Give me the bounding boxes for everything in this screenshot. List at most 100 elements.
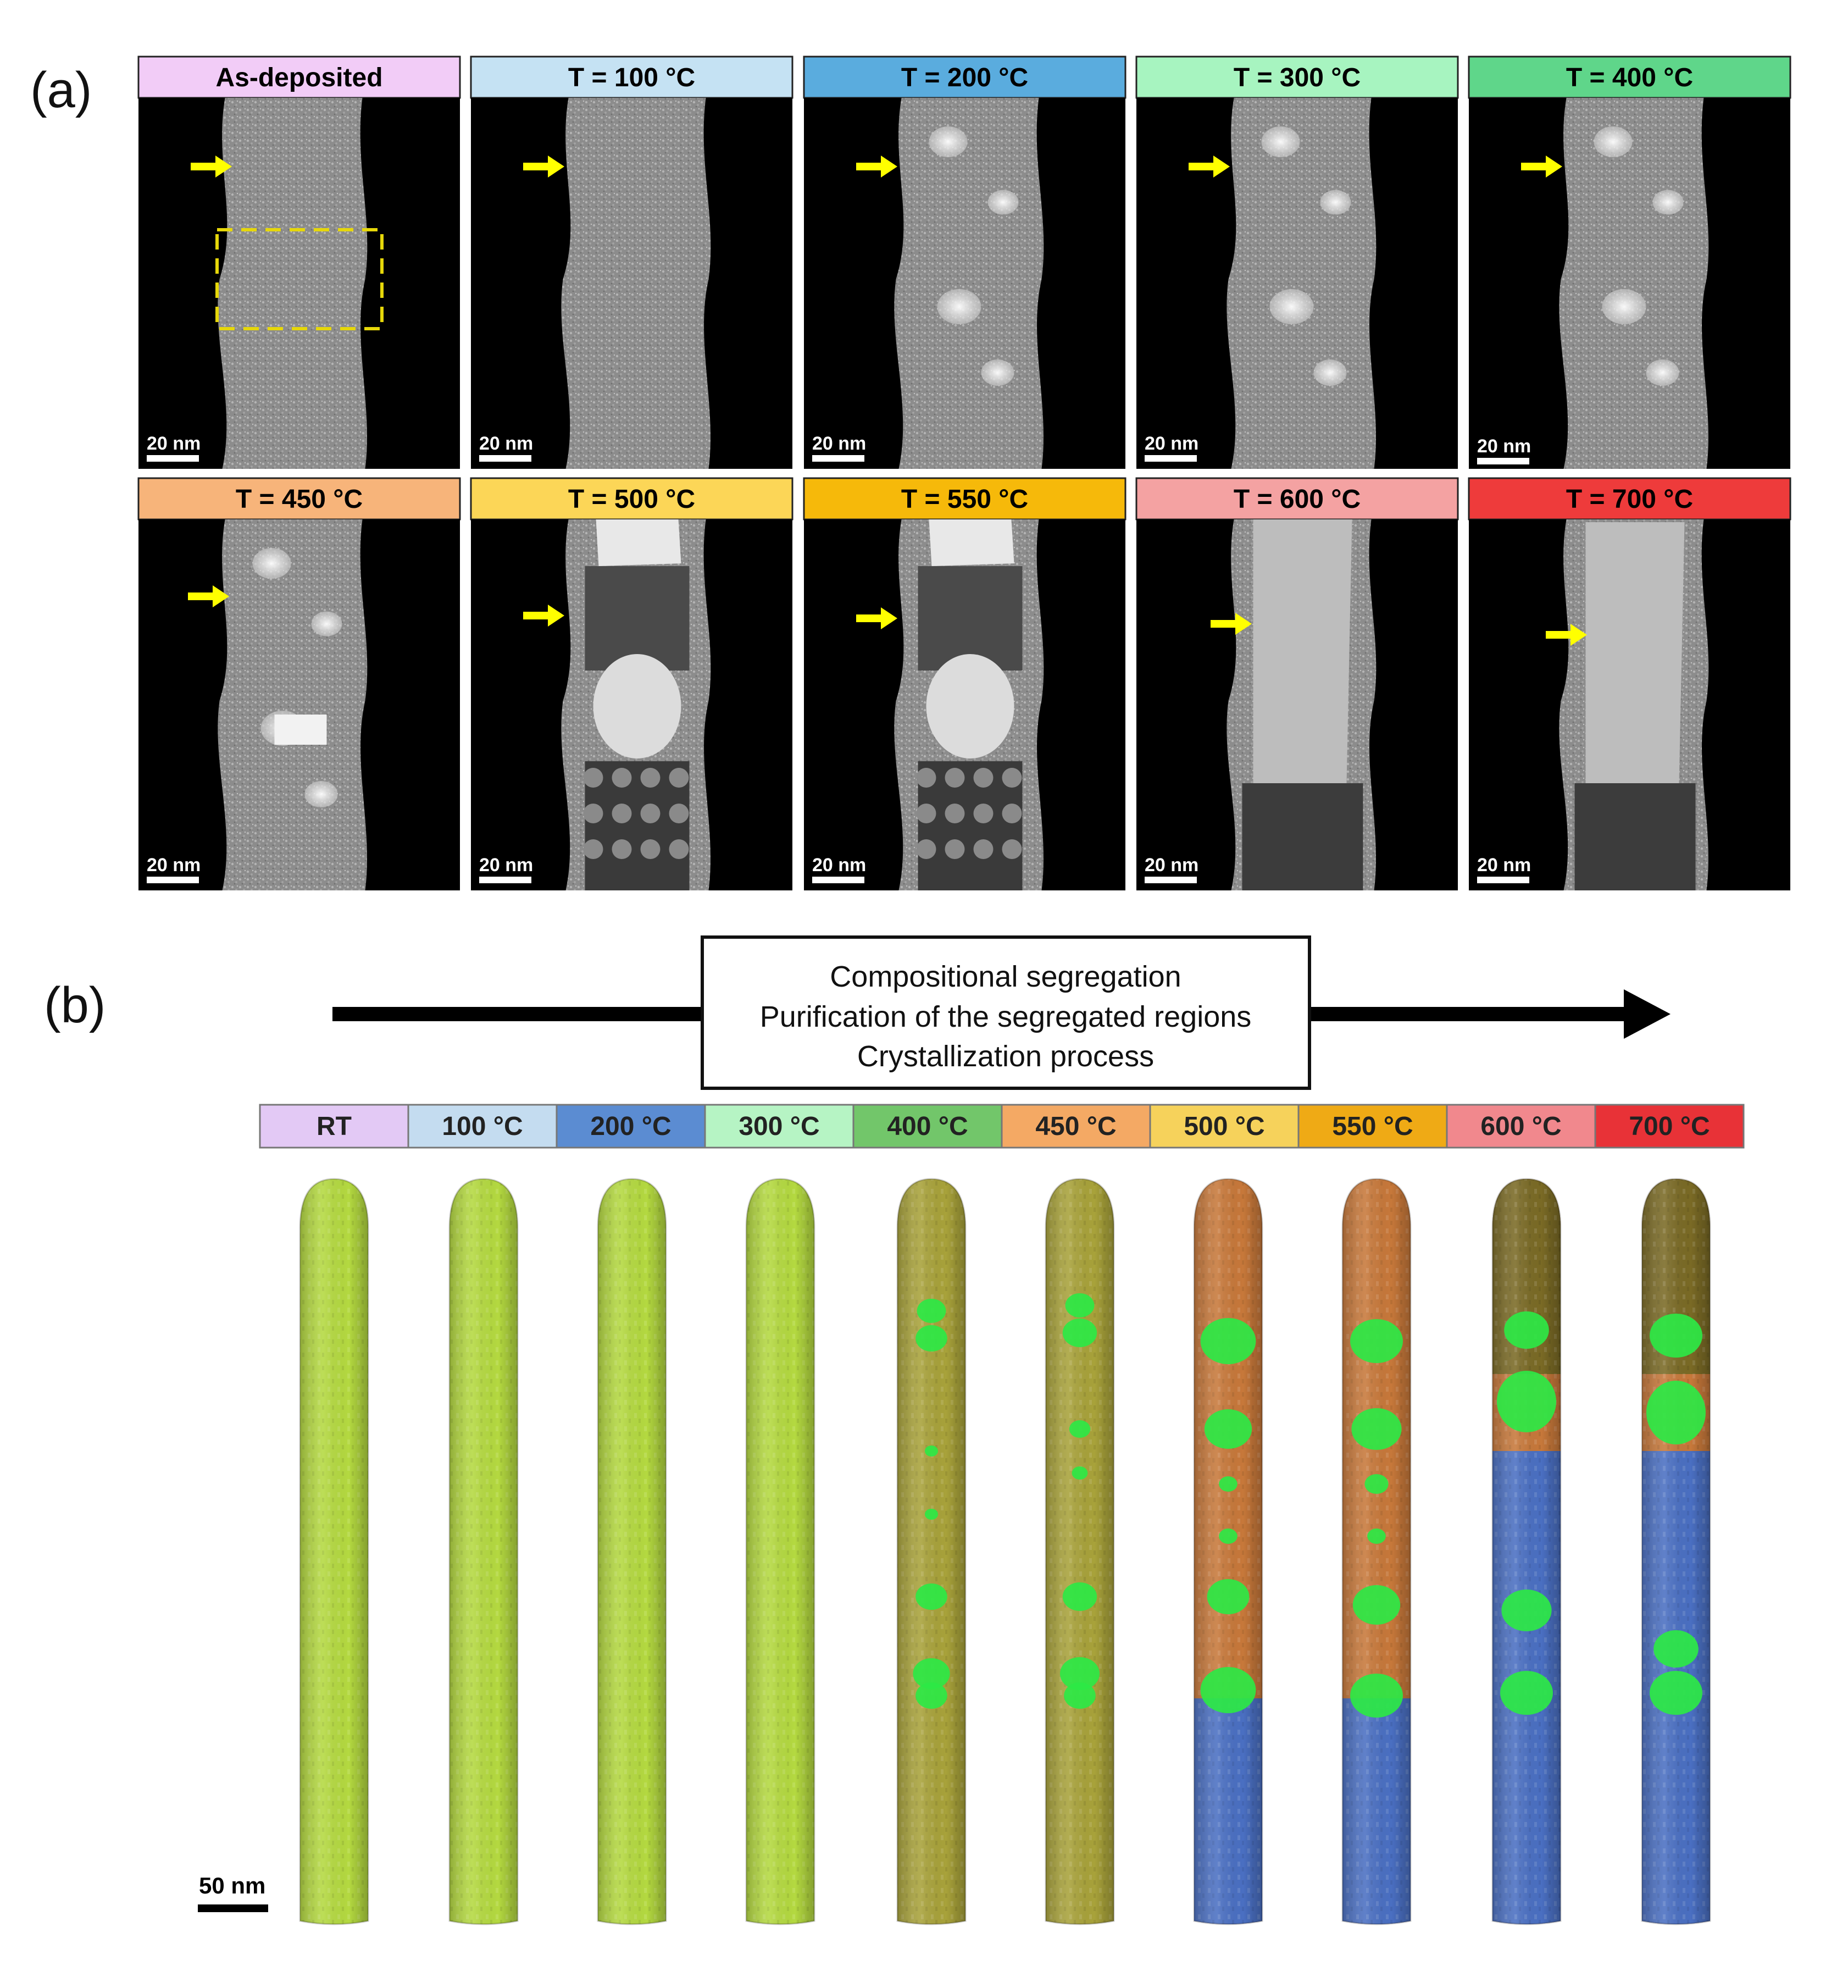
tile-header [1135,56,1459,99]
small-grain [669,839,689,859]
yellow-arrow-icon [523,605,564,627]
depleted-region [1242,783,1363,890]
segregation-rod-4 [896,1178,967,1925]
segregation-rod-0 [299,1178,369,1925]
tem-tile-3: T = 300 °C 20 nm [1135,56,1459,469]
small-grain [973,839,994,859]
small-grain [583,839,603,859]
precipitate-cluster [915,1325,947,1352]
bright-grain [1602,289,1646,324]
temp-cell-4 [852,1104,1003,1149]
crystal-cap [596,519,681,566]
precipitate-cluster [925,1446,938,1457]
bright-grain [981,359,1014,386]
precipitate-cluster [1504,1311,1549,1349]
tem-tile-0: As-deposited 20 nm [137,56,461,469]
bright-crystal [593,654,681,758]
panel-b-label: (b) [44,977,106,1033]
scale-bar-20nm-label: 20 nm [147,433,201,454]
precipitate-cluster [1062,1319,1097,1347]
precipitate-cluster [1367,1529,1386,1544]
precipitate-cluster [915,1682,947,1709]
precipitate-cluster [1200,1667,1256,1713]
temp-cell-label: 200 °C [590,1112,671,1141]
tile-title: As-deposited [215,63,382,92]
nanowire [894,98,1044,469]
large-crystal [1253,519,1352,783]
rod-series [299,1178,1711,1925]
scale-bar-20nm-label: 20 nm [1145,433,1198,454]
segregation-rod-6 [1193,1178,1263,1925]
segregation-rod-9 [1641,1178,1711,1925]
tile-header [137,56,461,99]
precipitate-cluster [1064,1682,1096,1709]
temp-cell-label: 300 °C [739,1112,819,1141]
rod-outline [597,1178,667,1925]
scale-bar-20nm-label: 20 nm [812,433,866,454]
tile-title: T = 200 °C [901,63,1028,92]
temp-cell-3 [704,1104,854,1149]
temp-cell-label: 100 °C [442,1112,523,1141]
dark-grain-region [585,566,690,671]
bright-grain [1261,126,1300,157]
bright-grain [311,611,342,636]
small-grain [612,839,632,859]
process-line-crystallization: Crystallization process [857,1040,1154,1073]
rod-shading [1342,1179,1411,1924]
small-grain [916,768,936,788]
temp-cell-5 [1001,1104,1151,1149]
process-line-segregation: Compositional segregation [830,960,1181,993]
precipitate-cluster [1350,1674,1403,1718]
small-grain [916,804,936,823]
rod-outline [1491,1178,1562,1925]
scale-bar-20nm [1145,455,1197,462]
small-grain [945,768,965,788]
small-grain [945,804,965,823]
precipitate-cluster [1072,1466,1088,1480]
large-crystal [1585,522,1685,783]
small-grain [612,768,632,788]
tile-header [137,477,461,520]
segregation-rod-2 [597,1178,667,1925]
scale-bar-20nm [479,455,531,462]
rod-shading [449,1179,518,1924]
tem-tile-7: T = 550 °C20 nm [803,477,1126,890]
yellow-arrow-icon [523,156,564,178]
scale-bar-20nm-label: 20 nm [812,855,866,876]
process-line-purification: Purification of the segregated regions [760,1000,1252,1033]
rod-outline [1341,1178,1412,1925]
bright-grain [1652,190,1684,215]
tile-title: T = 600 °C [1234,485,1361,514]
yellow-arrow-icon [188,585,229,607]
tile-header [1468,477,1791,520]
tile-title: T = 300 °C [1234,63,1361,92]
precipitate-cluster [1219,1529,1237,1544]
temp-cell-0 [259,1104,409,1149]
small-grain [640,768,661,788]
temp-cell-label: 550 °C [1332,1112,1413,1141]
segregation-rod-3 [745,1178,815,1925]
precipitate-cluster [1350,1319,1403,1363]
rod-outline [1045,1178,1115,1925]
precipitate-cluster [1650,1671,1702,1715]
small-grain [583,804,603,823]
yellow-arrow-icon [1521,156,1562,178]
process-arrow-head [1624,989,1671,1039]
scale-bar-20nm-label: 20 nm [1145,855,1198,876]
tile-header [1468,56,1791,99]
scale-bar-20nm [1477,458,1529,464]
small-grain [973,804,994,823]
rod-outline [896,1178,967,1925]
small-grain [945,839,965,859]
scale-bar-20nm-label: 20 nm [1477,436,1531,457]
small-grain [1002,839,1022,859]
precipitate-cluster [1364,1474,1389,1494]
yellow-arrow-icon [856,607,897,629]
panel-a-label: (a) [30,62,92,118]
temp-cell-2 [556,1104,706,1149]
rod-shading [897,1179,965,1924]
yellow-arrow-icon [1211,613,1252,635]
precipitate-cluster [1646,1381,1706,1444]
